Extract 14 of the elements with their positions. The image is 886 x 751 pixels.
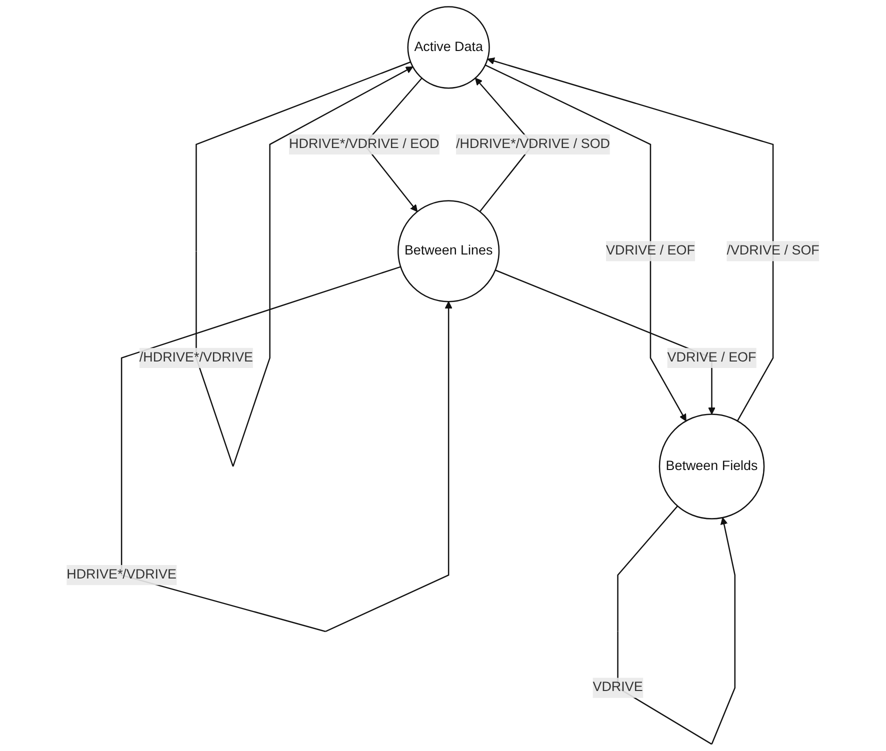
edge-label: HDRIVE*/VDRIVE xyxy=(66,568,176,582)
edge-label: /HDRIVE*/VDRIVE xyxy=(139,350,254,365)
arrow xyxy=(487,57,774,422)
node-circle: Between Lines xyxy=(398,200,500,302)
node-circle: Active Data xyxy=(407,6,490,89)
edge-label: VDRIVE / EOF xyxy=(667,350,756,365)
node-circle: Between Fields xyxy=(658,414,765,520)
edge-label: /HDRIVE*/VDRIVE / SOD xyxy=(456,136,610,152)
arrow xyxy=(196,61,414,467)
edge-label: /VDRIVE / SOF xyxy=(726,244,820,258)
arrow xyxy=(484,64,686,422)
edge-label: HDRIVE*/VDRIVE / EOD xyxy=(289,136,440,152)
edge-label: VDRIVE / EOF xyxy=(606,244,695,258)
edge-label: VDRIVE xyxy=(592,680,643,695)
